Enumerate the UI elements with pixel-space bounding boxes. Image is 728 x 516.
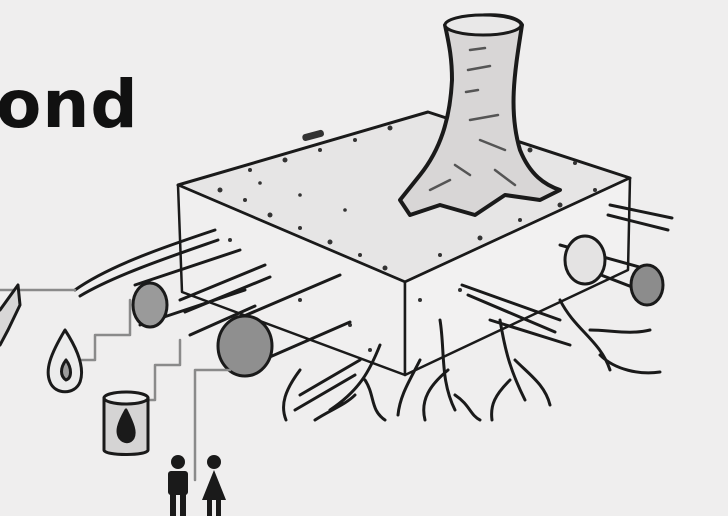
lightning-icon <box>0 285 20 345</box>
oil-barrel-icon <box>104 392 148 455</box>
water-drop-icon <box>48 330 81 392</box>
people-icon <box>168 455 226 516</box>
